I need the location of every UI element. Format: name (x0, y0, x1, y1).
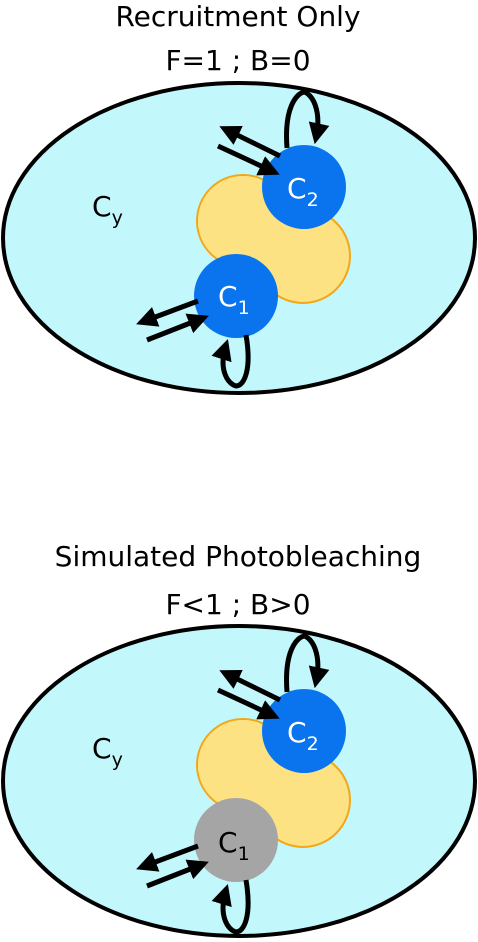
compartment-c1 (194, 254, 278, 338)
panel-subtitle: F=1 ; B=0 (165, 44, 310, 77)
c1-efflux-arrow (136, 843, 199, 872)
panel-subtitle: F<1 ; B>0 (165, 588, 310, 621)
c2-label: C2 (287, 716, 319, 755)
compartment-c2 (262, 689, 346, 773)
c2-influx-arrow (216, 143, 280, 176)
c2-label: C2 (287, 172, 319, 211)
panel-recruitment-only: Recruitment Only F=1 ; B=0 Cy C2 C1 (1, 0, 477, 395)
c1-efflux-arrow (136, 298, 199, 327)
compartment-c1 (194, 798, 278, 882)
c1-self-loop-arrow (211, 879, 251, 935)
c1-label: C1 (218, 826, 250, 865)
cytoplasm-label: Cy (92, 190, 123, 229)
c1-label: C1 (218, 280, 250, 319)
c1-self-loop-arrow (211, 334, 251, 389)
c2-self-loop-arrow (284, 89, 330, 149)
c1-influx-arrow (146, 859, 209, 889)
panel-simulated-photobleaching: Simulated Photobleaching F<1 ; B>0 Cy C2… (1, 540, 477, 938)
panel-title: Simulated Photobleaching (55, 540, 422, 573)
c2-self-loop-arrow (284, 633, 330, 693)
c2-influx-arrow (216, 687, 280, 720)
cytoplasm-label: Cy (92, 732, 123, 771)
c2-efflux-arrow (219, 126, 282, 159)
c1-influx-arrow (146, 313, 209, 343)
compartment-c2 (262, 145, 346, 229)
c2-efflux-arrow (219, 670, 282, 703)
panel-title: Recruitment Only (115, 0, 360, 33)
